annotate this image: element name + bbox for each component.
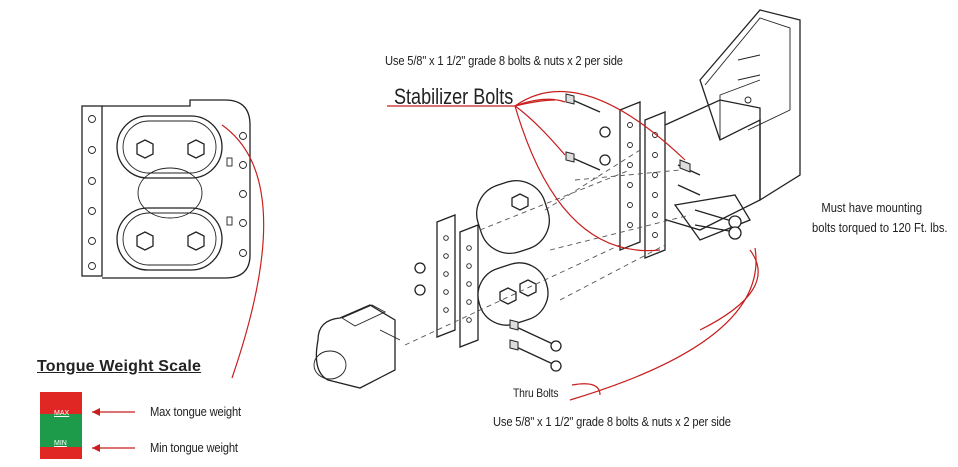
scale-min-tag: MIN <box>54 440 67 447</box>
scale-red-lower <box>40 447 82 459</box>
thru-bolts-label: Thru Bolts <box>513 386 559 400</box>
top-bolt-spec-label: Use 5/8" x 1 1/2" grade 8 bolts & nuts x… <box>385 53 623 68</box>
callout-lines <box>92 90 759 452</box>
max-tongue-weight-label: Max tongue weight <box>150 404 241 419</box>
scale-red-upper <box>40 392 82 414</box>
alignment-lines <box>404 149 691 346</box>
stabilizer-bolts-label: Stabilizer Bolts <box>394 84 514 109</box>
scale-max-tag: MAX <box>54 410 70 417</box>
min-tongue-weight-label: Min tongue weight <box>150 440 238 455</box>
coupler <box>313 304 401 389</box>
tongue-weight-scale: MAX MIN <box>40 392 82 459</box>
frame-bracket <box>565 93 751 259</box>
scale-green-band <box>40 414 82 447</box>
torque-note-line2: bolts torqued to 120 Ft. lbs. <box>812 220 948 235</box>
hitch-plate-detail <box>81 99 251 279</box>
trailer-frame <box>659 9 801 231</box>
torque-note-line1: Must have mounting <box>821 200 922 215</box>
bottom-bolt-spec-label: Use 5/8" x 1 1/2" grade 8 bolts & nuts x… <box>493 414 731 429</box>
pintle-assembly <box>414 180 562 372</box>
tongue-weight-scale-title: Tongue Weight Scale <box>37 358 202 375</box>
